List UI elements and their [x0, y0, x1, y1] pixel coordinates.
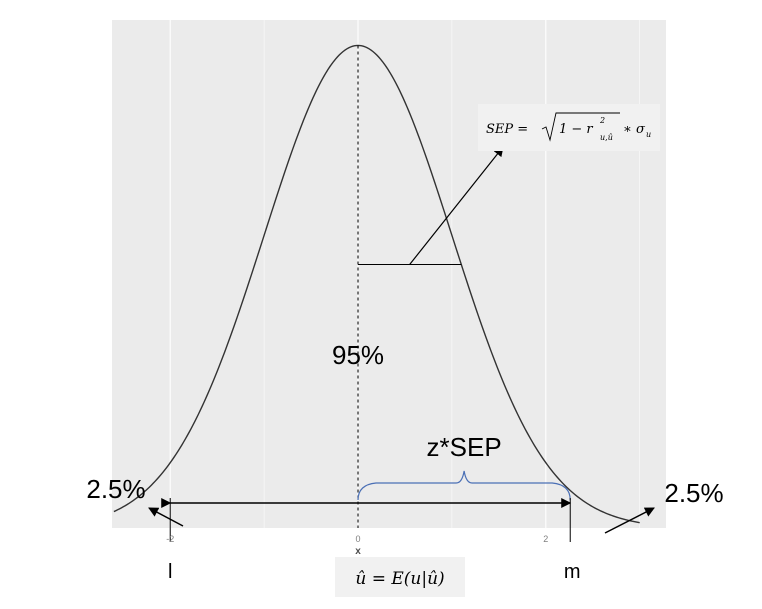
estimate-formula-hat: û — [355, 569, 366, 589]
center-percent-label: 95% — [332, 340, 384, 370]
sqrt-sign — [541, 112, 620, 142]
density-curve — [113, 44, 640, 524]
z-sep-brace — [357, 470, 571, 501]
x-tick-label: -2 — [166, 534, 174, 544]
x-tick-label: 2 — [543, 534, 548, 544]
sep-formula-sqrt-body: 1 − r — [559, 122, 593, 137]
svg-text:SEP =: SEP = — [486, 122, 528, 137]
svg-text:û = E(u|û): û = E(u|û) — [355, 569, 444, 589]
sep-formula-sup: 2 — [599, 116, 605, 125]
right-tail-arrow — [604, 507, 655, 534]
sep-formula-sub: u,û — [600, 133, 613, 142]
estimate-formula-box: û = E(u|û) — [335, 557, 465, 597]
brace-label: z*SEP — [427, 432, 502, 462]
sep-pointer-arrow — [409, 146, 504, 265]
left-tail-percent-label: 2.5% — [86, 474, 145, 504]
sep-formula-rhs: ∗ σ — [623, 122, 646, 137]
sep-formula-box: SEP = 1 − r 2 u,û ∗ σ u — [478, 104, 660, 151]
x-axis-title: x — [355, 546, 361, 557]
sep-formula-lhs: SEP — [486, 122, 513, 137]
x-tick-label: 0 — [356, 534, 361, 544]
svg-text:1 − r: 1 − r — [559, 122, 593, 137]
plot-panel — [112, 20, 666, 528]
lower-bound-label: l — [168, 561, 172, 583]
sep-formula-rhs-sub: u — [646, 130, 651, 139]
left-tail-arrow — [148, 507, 184, 527]
right-tail-percent-label: 2.5% — [664, 478, 723, 508]
svg-text:∗ σ: ∗ σ — [623, 122, 646, 137]
estimate-formula-rest: = E(u|û) — [366, 569, 444, 589]
upper-bound-label: m — [564, 561, 581, 583]
